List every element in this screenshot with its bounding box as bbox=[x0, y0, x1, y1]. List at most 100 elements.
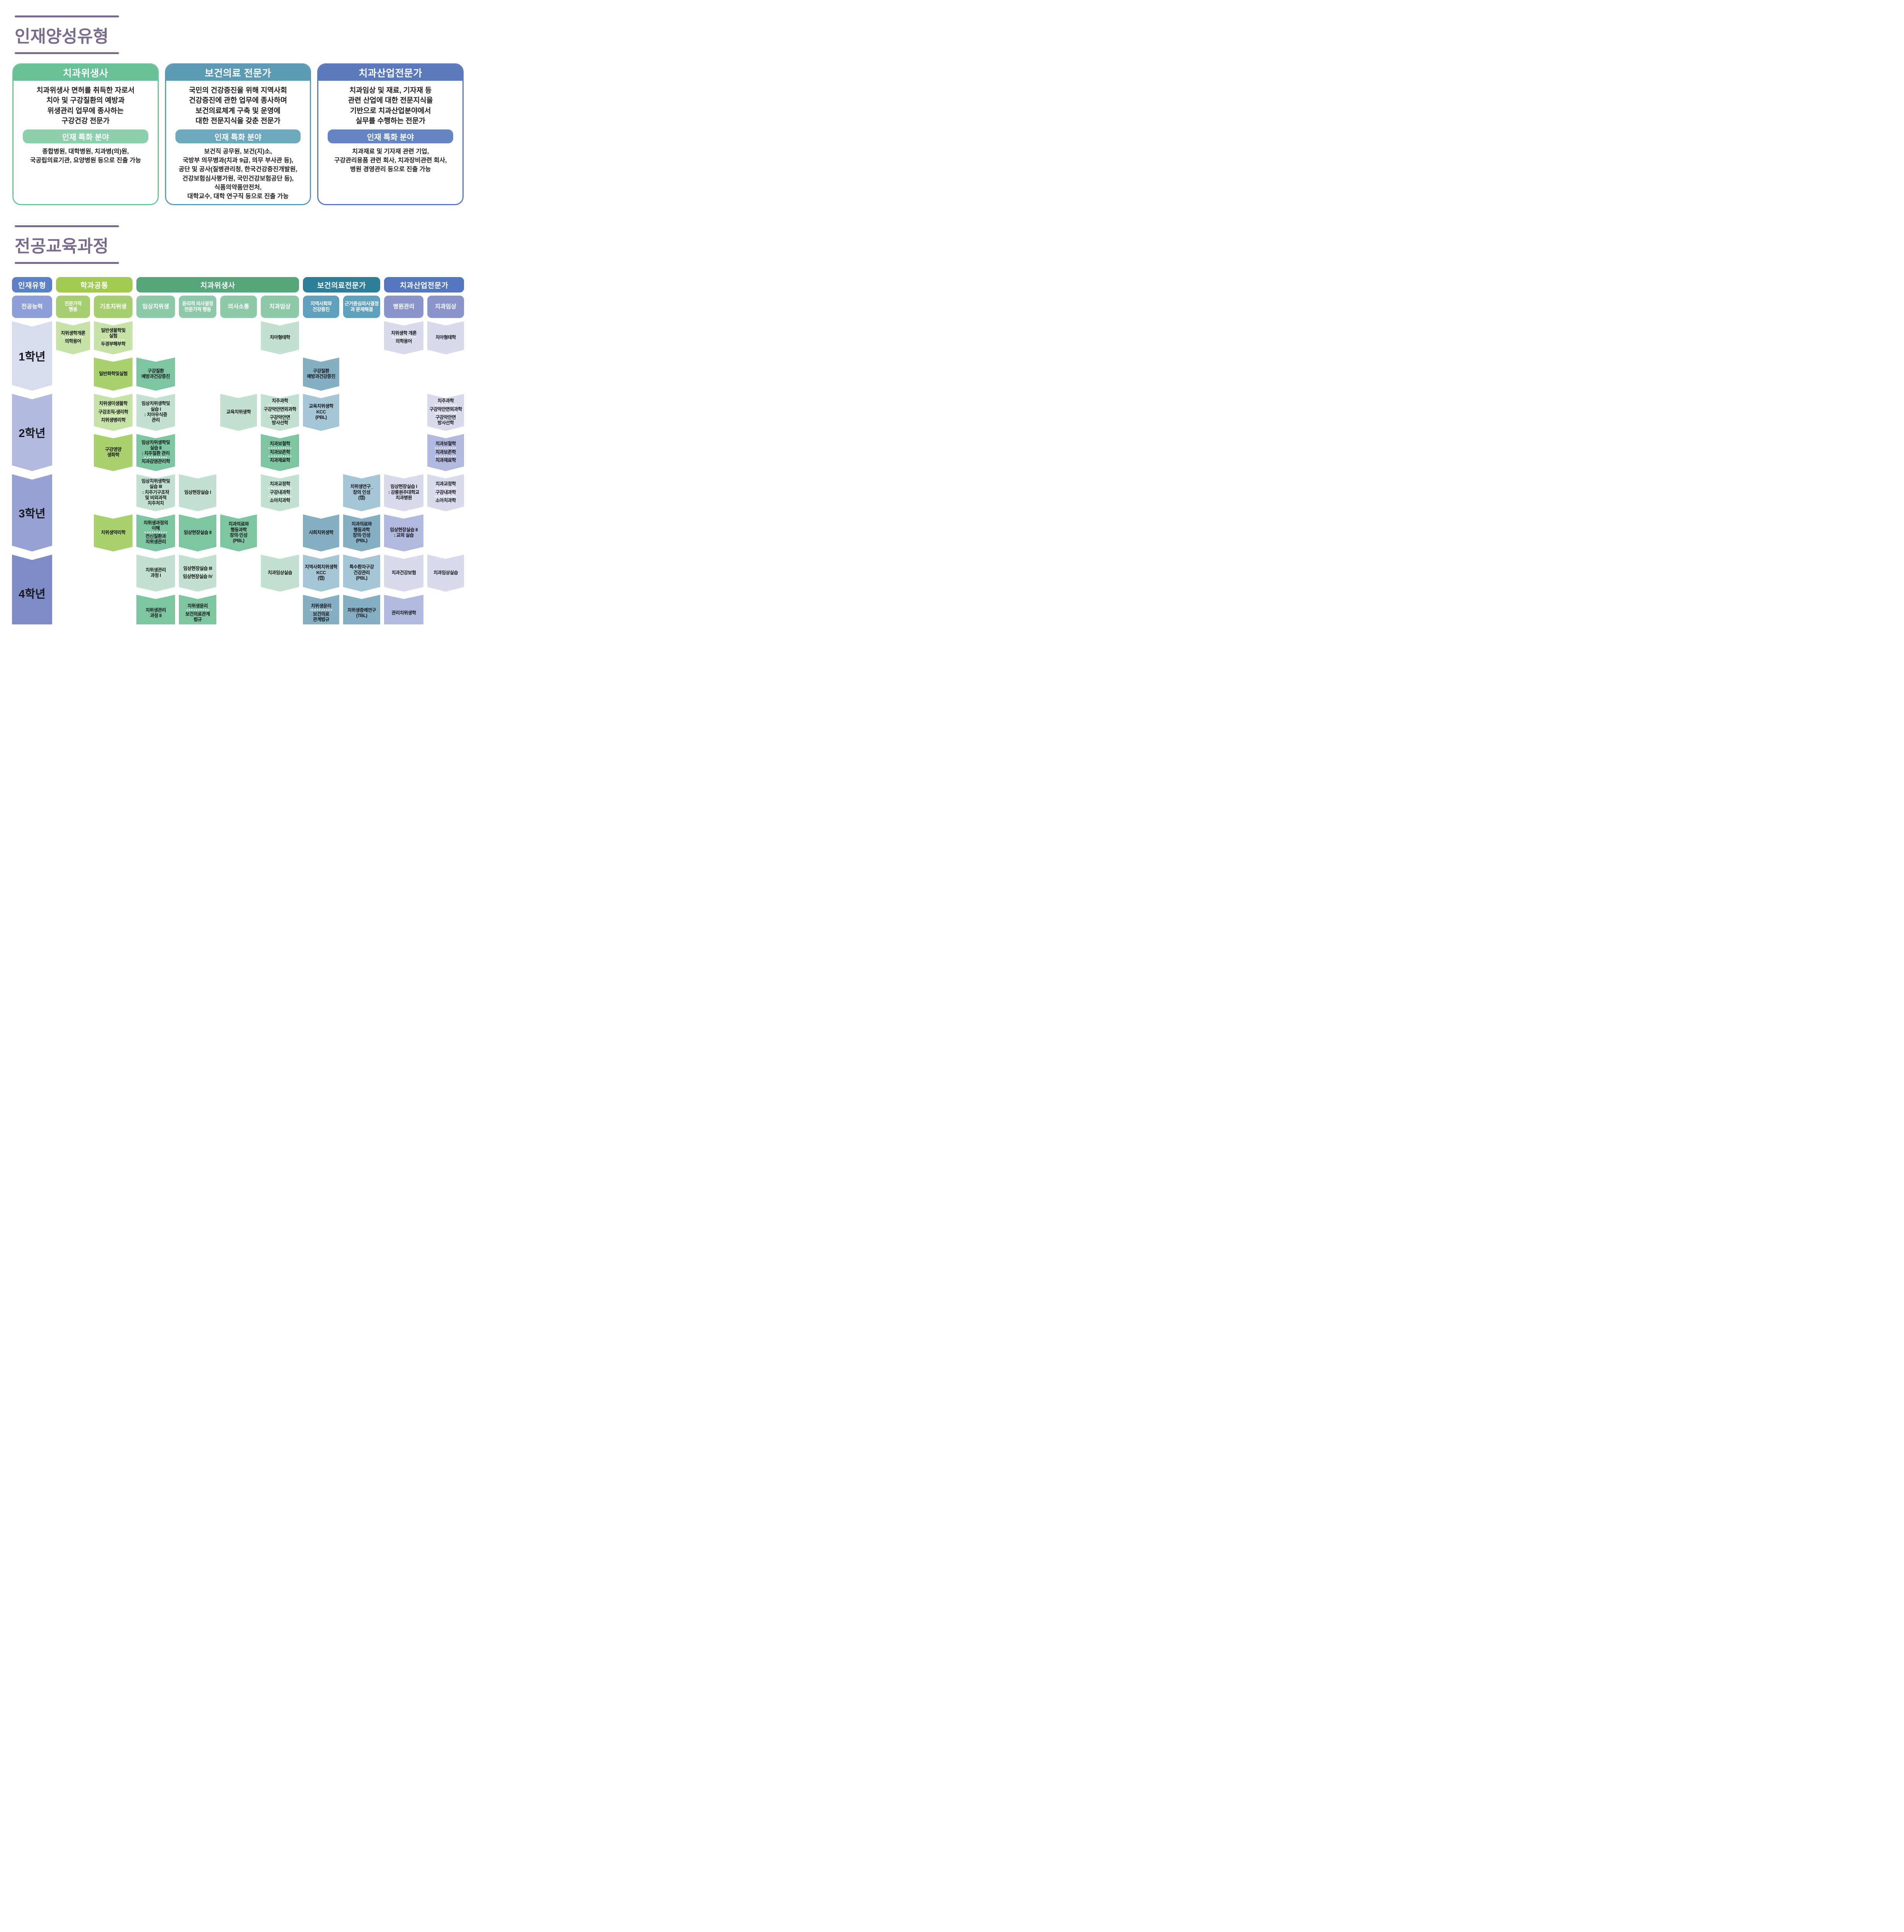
section-title-curriculum: 전공교육과정 bbox=[15, 237, 109, 256]
course-line: 창의 인성 bbox=[353, 489, 371, 495]
competency-header-7: 치과임상 bbox=[261, 296, 299, 318]
course-line: 임상현장실습 II bbox=[184, 529, 212, 535]
course-line: (PBL) bbox=[315, 414, 327, 420]
competency-line: 건강증진 bbox=[312, 307, 330, 313]
course-line: 임상현장실습 III bbox=[183, 566, 212, 571]
course-line: 임상치위생학및 bbox=[141, 401, 170, 406]
year-label-2: 2학년 bbox=[12, 394, 52, 471]
course-box: 임상현장실습 II: 교외 실습 bbox=[384, 514, 423, 551]
dotted-divider bbox=[310, 609, 332, 611]
course-line: 치위생과정의 bbox=[143, 520, 168, 526]
career-line: 건강보험심사평가원, 국민건강보험공단 등), bbox=[182, 175, 294, 182]
dotted-divider bbox=[269, 413, 291, 414]
title-rule-bottom bbox=[15, 52, 119, 54]
course-line: 일반생물학및 bbox=[101, 327, 126, 333]
course-line: 실습 III bbox=[149, 484, 162, 490]
course-line: 일반화학및실험 bbox=[99, 371, 128, 376]
course-line: 과정 I bbox=[150, 572, 161, 578]
dotted-divider bbox=[269, 447, 291, 449]
career-line: 국방부 의무병과(치과 9급, 의무 부사관 등), bbox=[182, 157, 294, 164]
dotted-divider bbox=[187, 609, 209, 611]
description-line: 국민의 건강증진을 위해 지역사회 bbox=[189, 86, 287, 94]
course-line: : 치아우식증 bbox=[144, 412, 167, 417]
course-line: 치과보존학 bbox=[435, 449, 456, 455]
course-line: 치과감염관리학 bbox=[141, 459, 170, 464]
course-line: 행동과학 bbox=[230, 527, 247, 532]
course-line: KCC bbox=[316, 570, 326, 575]
course-line: 관리치위생학 bbox=[391, 610, 416, 616]
competency-line: 의사소통 bbox=[228, 303, 250, 310]
course-line: 관계법규 bbox=[313, 617, 330, 622]
course-line: 치위생윤리 bbox=[311, 603, 332, 609]
course-line: 방사선학 bbox=[272, 420, 288, 425]
competency-header-6: 의사소통 bbox=[220, 296, 257, 318]
group-header-4: 보건의료전문가 bbox=[303, 277, 380, 293]
competency-line: 치과임상 bbox=[435, 303, 457, 310]
course-line: 치주과학 bbox=[437, 398, 454, 404]
course-box: 치위생증례연구(TBL) bbox=[343, 595, 380, 624]
course-line: 치과의료와 bbox=[351, 521, 372, 527]
competency-line: 근거중심의사결정 bbox=[344, 301, 379, 306]
course-line: : 치주질환 관리 bbox=[141, 451, 170, 456]
course-line: (PBL) bbox=[233, 537, 245, 543]
card-header: 보건의료 전문가 bbox=[166, 65, 310, 81]
course-line: 치주과학 bbox=[272, 398, 288, 404]
dotted-divider bbox=[435, 496, 457, 497]
course-line: 교육치위생학 bbox=[226, 409, 251, 415]
course-line: 치위생약리학 bbox=[101, 529, 126, 535]
career-line: 치과재료 및 기자재 관련 기업, bbox=[352, 148, 429, 155]
course-box: 치아형태학 bbox=[427, 321, 464, 354]
course-line: 실험 bbox=[109, 333, 117, 339]
course-box: 치아형태학 bbox=[261, 321, 299, 354]
title-rule-top bbox=[15, 225, 119, 228]
course-line: 치과병원 bbox=[395, 495, 412, 500]
course-box: 치과임상실습 bbox=[261, 554, 299, 592]
group-header-1: 인재유형 bbox=[12, 277, 52, 293]
course-line: 임상현장실습 I bbox=[184, 489, 211, 495]
talent-title-block: 인재양성유형 bbox=[15, 15, 119, 54]
competency-line: 윤리적 의사결정 bbox=[182, 301, 213, 306]
course-line: KCC bbox=[316, 409, 326, 415]
course-box: 치위생약리학 bbox=[94, 514, 133, 551]
dotted-divider bbox=[269, 488, 291, 489]
dotted-divider bbox=[63, 337, 83, 338]
career-line: 대학교수, 대학 연구직 등으로 진출 가능 bbox=[187, 193, 289, 200]
dotted-divider bbox=[435, 488, 457, 489]
course-line: 행동과학 bbox=[353, 527, 370, 532]
course-line: 치위생관리 bbox=[145, 539, 166, 545]
course-line: 생화학 bbox=[107, 452, 119, 457]
career-fields: 보건직 공무원, 보건(지)소,국방부 의무병과(치과 9급, 의무 부사관 등… bbox=[169, 147, 307, 201]
title-rule-bottom bbox=[15, 262, 119, 264]
dotted-divider bbox=[102, 407, 125, 408]
dotted-divider bbox=[269, 496, 291, 497]
competency-header-10: 병원관리 bbox=[384, 296, 423, 318]
course-line: 사회치위생학 bbox=[309, 529, 333, 535]
dotted-divider bbox=[102, 339, 125, 340]
course-line: 교육치위생학 bbox=[309, 403, 333, 409]
curriculum-title-block: 전공교육과정 bbox=[15, 225, 119, 264]
course-line: 의학용어 bbox=[65, 338, 82, 344]
